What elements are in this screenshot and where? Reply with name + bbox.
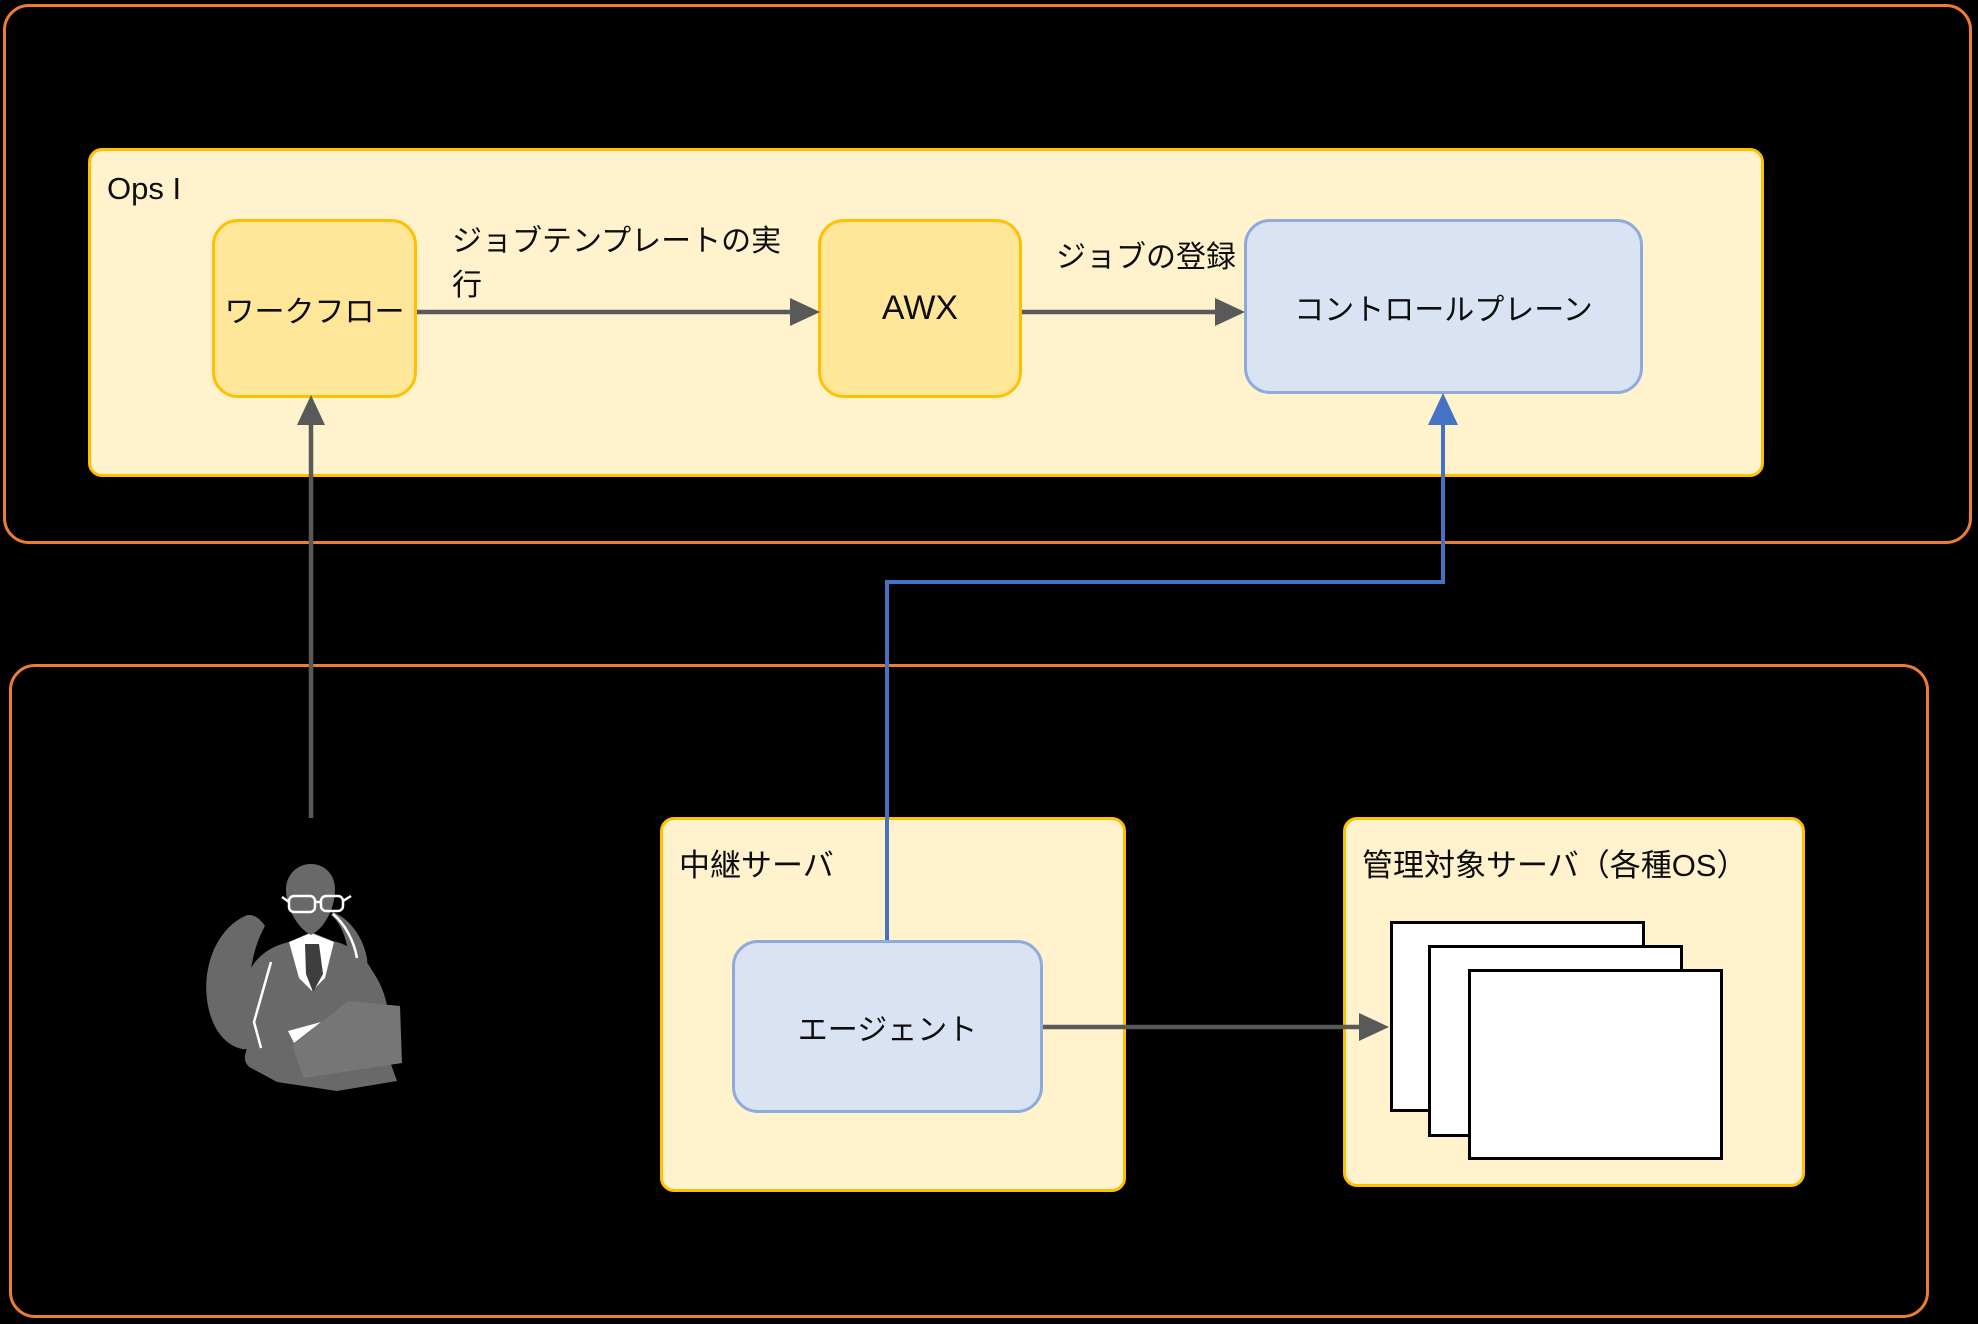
managed-servers-group-label: 管理対象サーバ（各種OS） bbox=[1362, 848, 1748, 883]
awx-node-label: AWX bbox=[881, 289, 959, 327]
relay-server-group-label: 中継サーバ bbox=[679, 848, 834, 883]
agent-node-label: エージェント bbox=[797, 1013, 978, 1047]
workflow-node-label: ワークフロー bbox=[224, 295, 405, 329]
edge-label-job-registration: ジョブの登録 bbox=[1056, 241, 1236, 274]
workflow-node: ワークフロー bbox=[212, 219, 417, 398]
edge-label-job-template-execution: ジョブテンプレートの実行 bbox=[452, 225, 782, 302]
ops-group-label: Ops I bbox=[107, 171, 182, 206]
control-plane-node-label: コントロールプレーン bbox=[1294, 293, 1593, 327]
server-sheet-front bbox=[1468, 969, 1723, 1160]
control-plane-node: コントロールプレーン bbox=[1244, 219, 1643, 394]
awx-node: AWX bbox=[818, 219, 1022, 398]
agent-node: エージェント bbox=[732, 940, 1043, 1113]
